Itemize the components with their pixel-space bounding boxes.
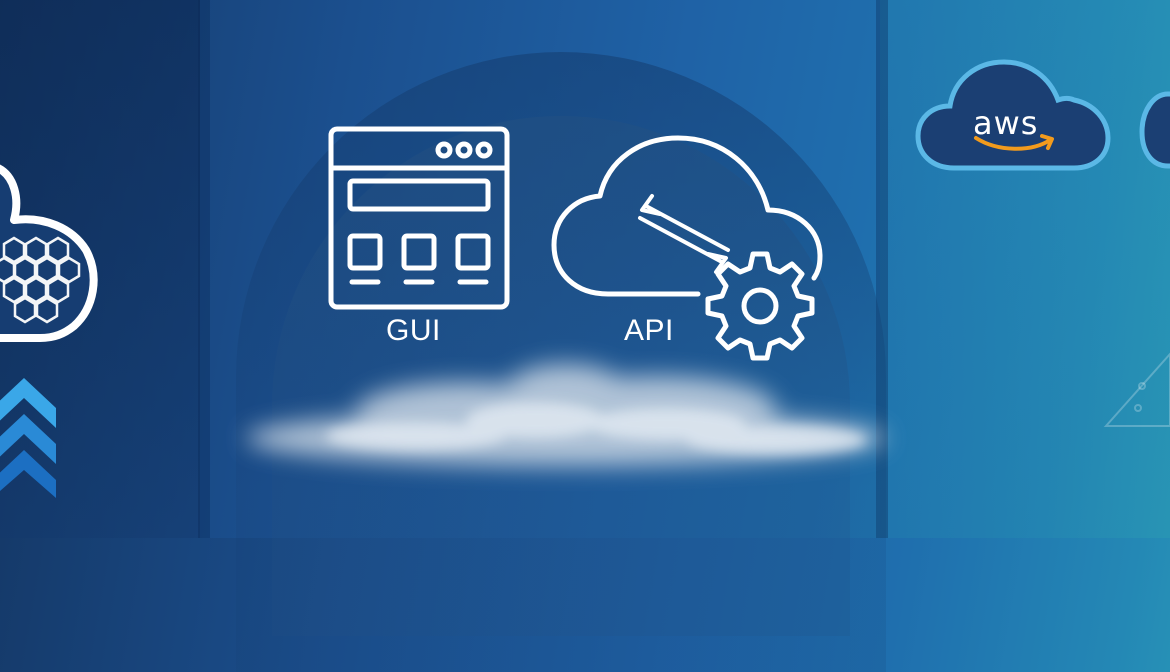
api-label: API — [624, 314, 674, 347]
chevron-up-icon — [0, 378, 56, 498]
gui-label: GUI — [386, 314, 441, 347]
browser-window-icon — [328, 126, 510, 310]
aws-logo-text: aws — [973, 104, 1039, 142]
fog-cloud — [246, 364, 886, 466]
aws-cloud-icon — [915, 59, 1111, 171]
cloud-badge-icon — [1139, 91, 1170, 169]
divider-strip-left — [198, 0, 210, 538]
triangle-outline-icon — [1103, 352, 1170, 427]
cloud-sync-gear-icon — [551, 135, 823, 361]
hexagon-cloud-icon — [0, 164, 98, 342]
